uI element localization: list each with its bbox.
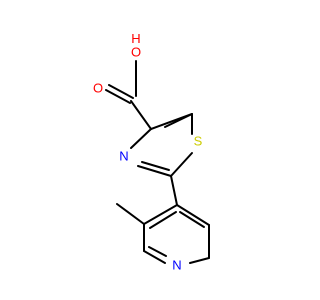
bond-c5-s bbox=[164, 113, 193, 128]
bond-acid-ring bbox=[130, 100, 152, 130]
bond-py-1-inner bbox=[179, 211, 205, 228]
bond-thiazole-pyridine bbox=[170, 175, 178, 206]
bond-c-o-double-a bbox=[108, 84, 134, 99]
atom-s-thiazole: S bbox=[194, 134, 203, 149]
bond-py-1 bbox=[176, 204, 210, 226]
bond-c2-n bbox=[137, 165, 172, 177]
atom-o-top-label: H bbox=[131, 31, 140, 46]
atom-n-pyridine: N bbox=[172, 258, 181, 273]
bond-py-4 bbox=[143, 250, 166, 264]
bond-methyl bbox=[116, 203, 145, 225]
bond-py-6-inner bbox=[149, 211, 177, 229]
bond-py-3 bbox=[189, 257, 210, 264]
bond-s-c2 bbox=[170, 152, 193, 177]
atom-o-top-hydrogen: H bbox=[131, 31, 140, 46]
atom-o-left: O bbox=[93, 81, 103, 96]
bond-py-6 bbox=[143, 204, 178, 225]
bond-c-o-double-b bbox=[105, 89, 131, 104]
atom-n-thiazole: N bbox=[119, 149, 128, 164]
bond-c2-n-double bbox=[141, 161, 170, 171]
bond-py-4-inner bbox=[148, 246, 167, 257]
molecule-structure: H O O N S N bbox=[93, 31, 210, 273]
atom-o-top: O bbox=[131, 45, 141, 60]
bond-n-c4 bbox=[130, 128, 152, 149]
